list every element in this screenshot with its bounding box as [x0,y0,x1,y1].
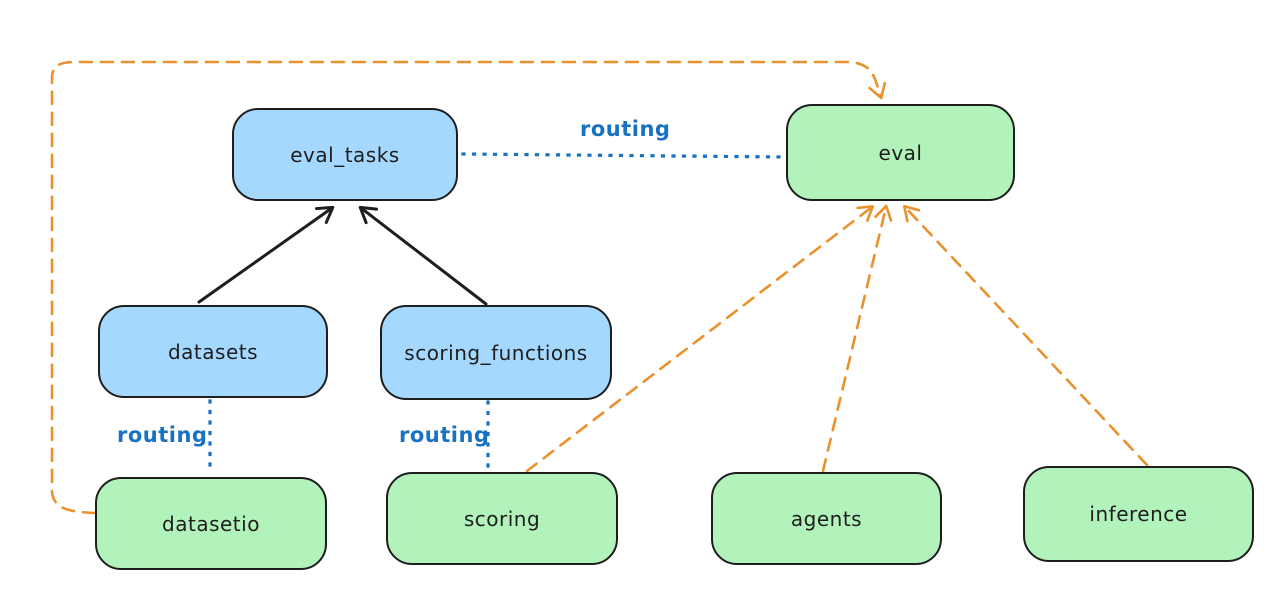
edge-agents-to-eval [821,204,893,473]
node-eval-tasks: eval_tasks [232,108,458,201]
node-inference-label: inference [1089,502,1188,526]
edge-label-routing-datasets: routing [117,423,208,447]
edge-label-routing-top: routing [580,117,671,141]
edge-datasets-to-eval-tasks [197,205,335,304]
edge-eval-tasks-to-eval-routing [461,152,787,159]
node-eval-label: eval [878,140,923,165]
node-datasets: datasets [98,305,328,398]
edge-inference-to-eval [903,204,1149,467]
edge-label-routing-scoring: routing [399,423,490,447]
node-scoring-functions: scoring_functions [380,305,612,400]
node-scoring: scoring [386,472,618,565]
node-agents: agents [711,472,942,565]
node-eval-tasks-label: eval_tasks [290,142,400,167]
node-eval: eval [786,104,1015,201]
edge-scoring-to-eval [525,205,875,473]
node-datasetio-label: datasetio [162,511,260,536]
node-scoring-label: scoring [463,506,541,531]
node-datasets-label: datasets [167,339,259,364]
edge-scoring-functions-to-eval-tasks [358,205,488,306]
node-agents-label: agents [790,506,863,531]
node-scoring-functions-label: scoring_functions [404,340,588,365]
node-datasetio: datasetio [95,477,327,570]
node-inference: inference [1023,466,1254,562]
edge-datasetio-to-eval-loop [50,60,887,515]
